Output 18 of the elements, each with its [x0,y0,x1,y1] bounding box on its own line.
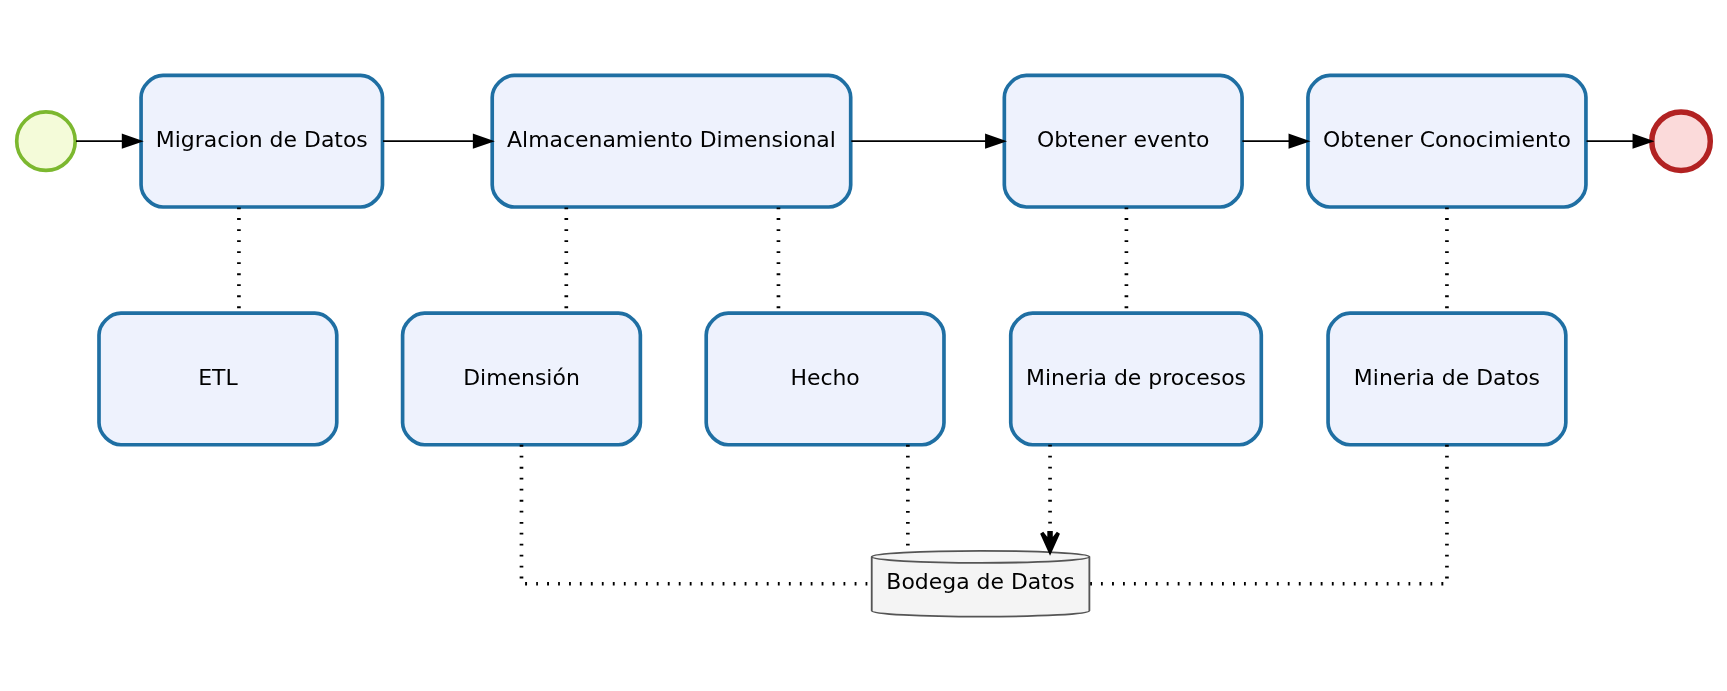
node-box: ETL [97,310,339,447]
node-box: Almacenamiento Dimensional [490,73,853,209]
node-box: Mineria de Datos [1326,310,1568,447]
arrow [1040,444,1061,553]
node-box: Mineria de procesos [1008,310,1264,447]
arrow [850,132,1008,149]
node-circle [14,109,78,172]
node-circle [1649,108,1714,173]
arrow [1585,132,1655,149]
arrow [1241,132,1311,149]
node-box: Obtener Conocimiento [1306,73,1588,209]
node-box: Hecho [704,310,946,447]
arrow [382,132,495,149]
connector [1089,444,1449,586]
arrow [75,132,144,149]
node-box: Obtener evento [1002,73,1244,209]
node-box: Migracion de Datos [139,73,385,209]
node-box: Dimensión [400,310,643,447]
